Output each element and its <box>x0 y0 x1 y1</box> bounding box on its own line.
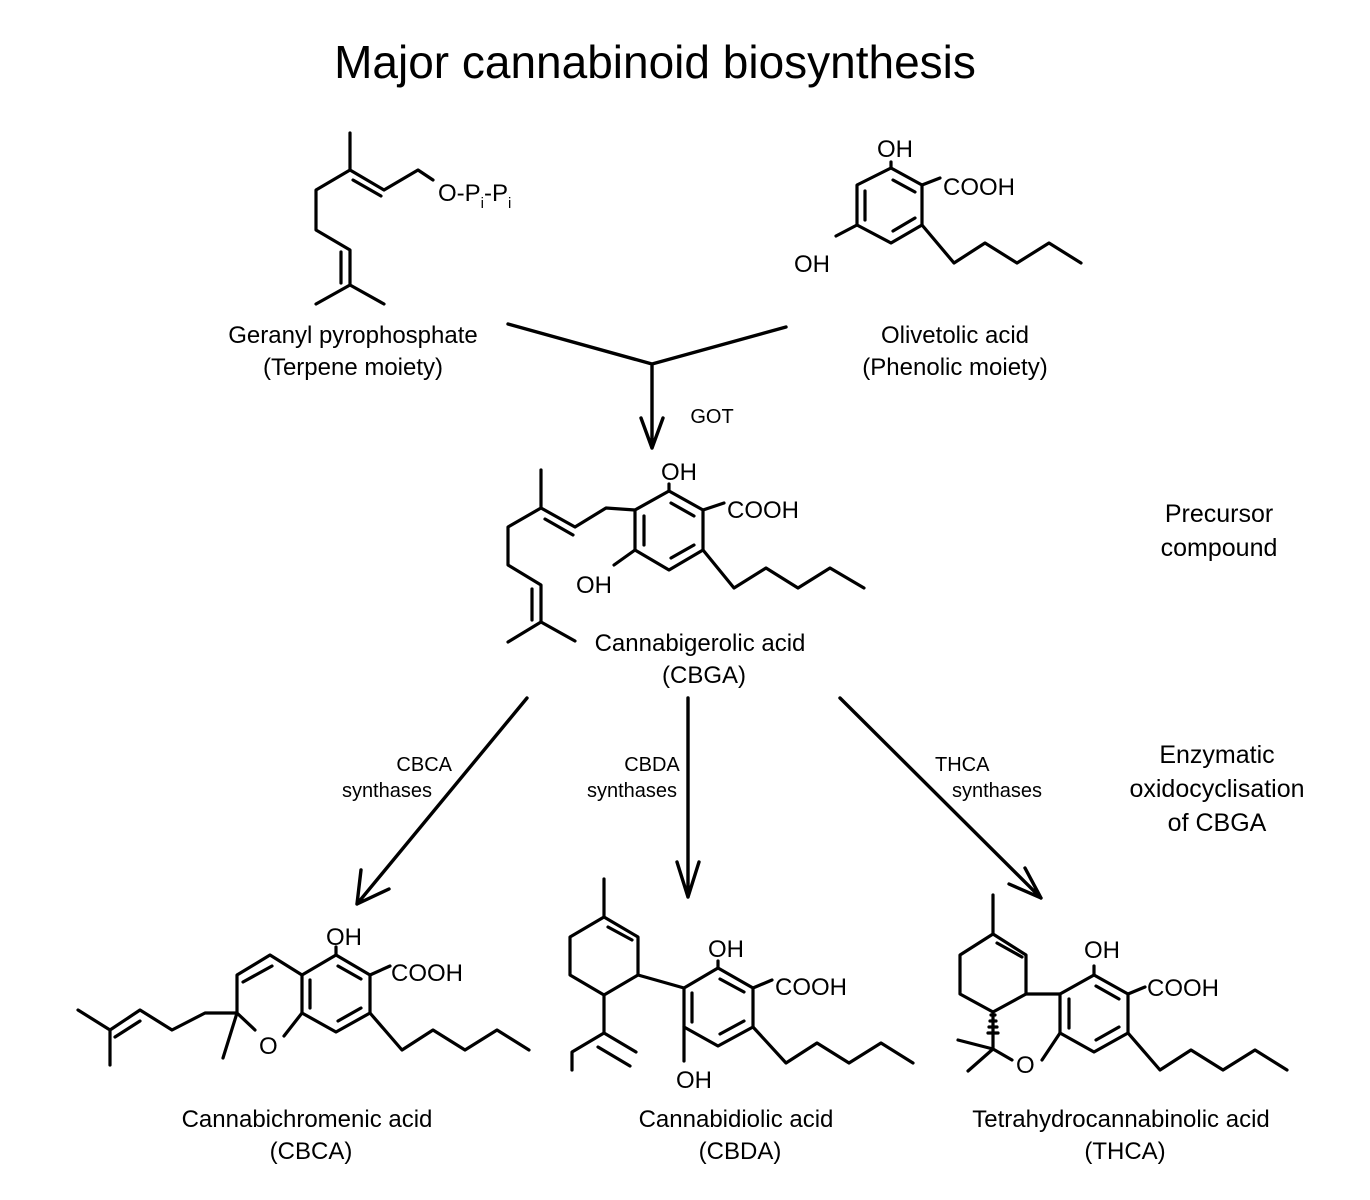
cbca-abbrev: (CBCA) <box>270 1138 353 1165</box>
thca-enzyme-line2: synthases <box>952 780 1042 802</box>
cbga-abbrev: (CBGA) <box>662 662 746 689</box>
oxido-note-line1: Enzymatic <box>1159 741 1274 769</box>
thca-enzyme-line1: THCA <box>935 754 990 776</box>
cbga-oh-left: OH <box>576 572 612 599</box>
cbda-enzyme-line2: synthases <box>587 780 677 802</box>
thca-cooh: COOH <box>1147 975 1219 1002</box>
olivetolic-name: Olivetolic acid <box>881 322 1029 349</box>
cbda-name: Cannabidiolic acid <box>639 1106 834 1133</box>
olivetolic-cooh: COOH <box>943 174 1015 201</box>
cbda-cooh: COOH <box>775 974 847 1001</box>
cbca-name: Cannabichromenic acid <box>182 1106 433 1133</box>
olivetolic-structure: OH COOH OH <box>794 136 1083 278</box>
thca-structure: OH COOH O <box>956 893 1289 1079</box>
cbga-oh-top: OH <box>661 459 697 486</box>
cbda-abbrev: (CBDA) <box>699 1138 782 1165</box>
cbda-arrow <box>675 696 701 899</box>
oxido-note-line3: of CBGA <box>1168 809 1267 837</box>
olivetolic-oh-top: OH <box>877 136 913 163</box>
cbga-cooh: COOH <box>727 497 799 524</box>
cbca-enzyme-line1: CBCA <box>396 754 452 776</box>
cbca-oh: OH <box>326 924 362 951</box>
cbga-name: Cannabigerolic acid <box>595 630 806 657</box>
oxido-note-line2: oxidocyclisation <box>1129 775 1304 803</box>
got-label: GOT <box>690 406 733 428</box>
olivetolic-moiety: (Phenolic moiety) <box>862 354 1047 381</box>
cbca-arrow <box>355 696 529 906</box>
cbda-oh-top: OH <box>708 936 744 963</box>
cbca-cooh: COOH <box>391 960 463 987</box>
cbca-structure: OH COOH O <box>76 924 531 1067</box>
thca-oh: OH <box>1084 937 1120 964</box>
diagram-title: Major cannabinoid biosynthesis <box>334 36 976 88</box>
precursor-note-line1: Precursor <box>1165 500 1273 528</box>
gpp-structure: O-Pi-Pi <box>314 131 511 306</box>
got-arrow <box>506 322 788 450</box>
cbda-enzyme-line1: CBDA <box>624 754 680 776</box>
cbca-enzyme-line2: synthases <box>342 780 432 802</box>
thca-name: Tetrahydrocannabinolic acid <box>972 1106 1270 1133</box>
thca-arrow <box>838 696 1043 900</box>
gpp-name: Geranyl pyrophosphate <box>228 322 478 349</box>
cbda-structure: OH COOH OH <box>568 877 915 1094</box>
precursor-note-line2: compound <box>1161 534 1278 562</box>
gpp-moiety: (Terpene moiety) <box>263 354 443 381</box>
thca-ring-o: O <box>1016 1052 1035 1079</box>
cbda-oh-bottom: OH <box>676 1067 712 1094</box>
thca-abbrev: (THCA) <box>1084 1138 1165 1165</box>
cbga-structure: OH COOH OH <box>506 459 866 644</box>
cbca-ring-o: O <box>259 1033 278 1060</box>
gpp-ppi-label: O-Pi-Pi <box>438 180 511 212</box>
olivetolic-oh-left: OH <box>794 251 830 278</box>
